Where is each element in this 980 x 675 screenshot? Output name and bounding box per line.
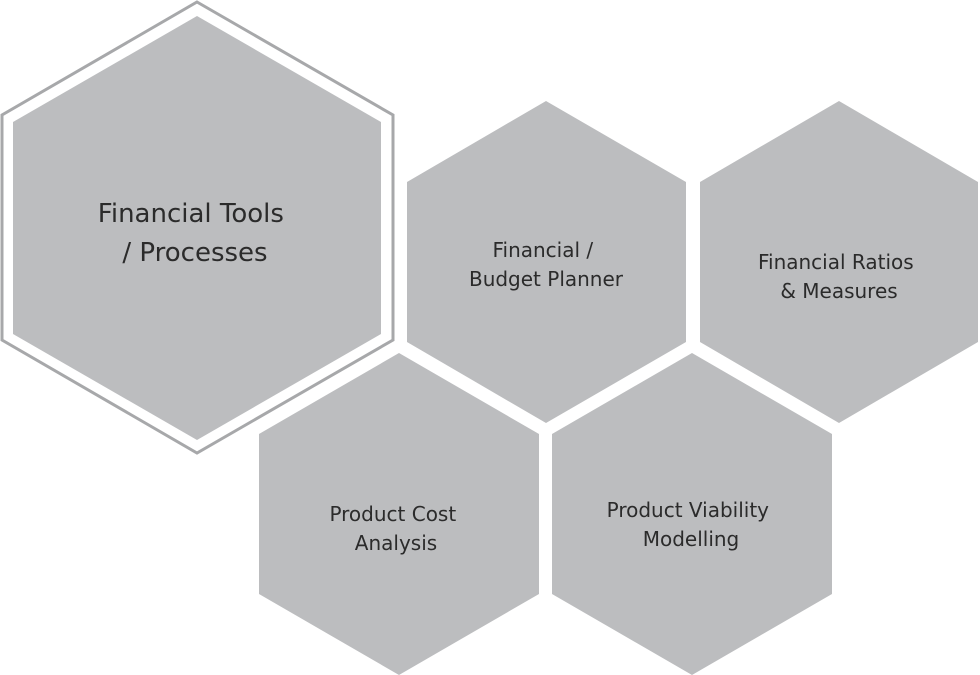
hex-main-shape xyxy=(13,16,381,440)
hex-product-cost-line2: Analysis xyxy=(355,531,437,555)
hex-ratios-measures: Financial Ratios & Measures xyxy=(700,101,978,423)
hex-ratios-measures-shape xyxy=(700,101,978,423)
hex-product-cost-line1: Product Cost xyxy=(329,502,456,526)
hex-main-label: Financial Tools / Processes xyxy=(98,199,292,268)
hex-main-label-line2: / Processes xyxy=(122,238,267,268)
hex-budget-planner-label: Financial / Budget Planner xyxy=(469,238,624,291)
hex-product-viability-line2: Modelling xyxy=(643,527,740,551)
hex-product-viability-shape xyxy=(552,353,832,675)
hex-main-label-line1: Financial Tools xyxy=(98,199,284,229)
hex-product-viability-line1: Product Viability xyxy=(607,498,770,522)
hex-product-cost-label: Product Cost Analysis xyxy=(329,502,462,555)
hex-budget-planner: Financial / Budget Planner xyxy=(407,101,686,423)
hex-budget-planner-shape xyxy=(407,101,686,423)
hex-budget-planner-line2: Budget Planner xyxy=(469,267,624,291)
hex-budget-planner-line1: Financial / xyxy=(492,238,593,262)
hex-ratios-measures-label: Financial Ratios & Measures xyxy=(758,250,920,303)
hex-product-cost-shape xyxy=(259,353,539,675)
hex-financial-tools-processes: Financial Tools / Processes xyxy=(0,0,395,455)
hex-product-viability-label: Product Viability Modelling xyxy=(607,498,776,551)
hex-product-viability: Product Viability Modelling xyxy=(552,353,832,675)
hex-ratios-measures-line2: & Measures xyxy=(780,279,897,303)
hex-ratios-measures-line1: Financial Ratios xyxy=(758,250,914,274)
hex-outline-ring xyxy=(0,0,395,455)
hex-product-cost: Product Cost Analysis xyxy=(259,353,539,675)
